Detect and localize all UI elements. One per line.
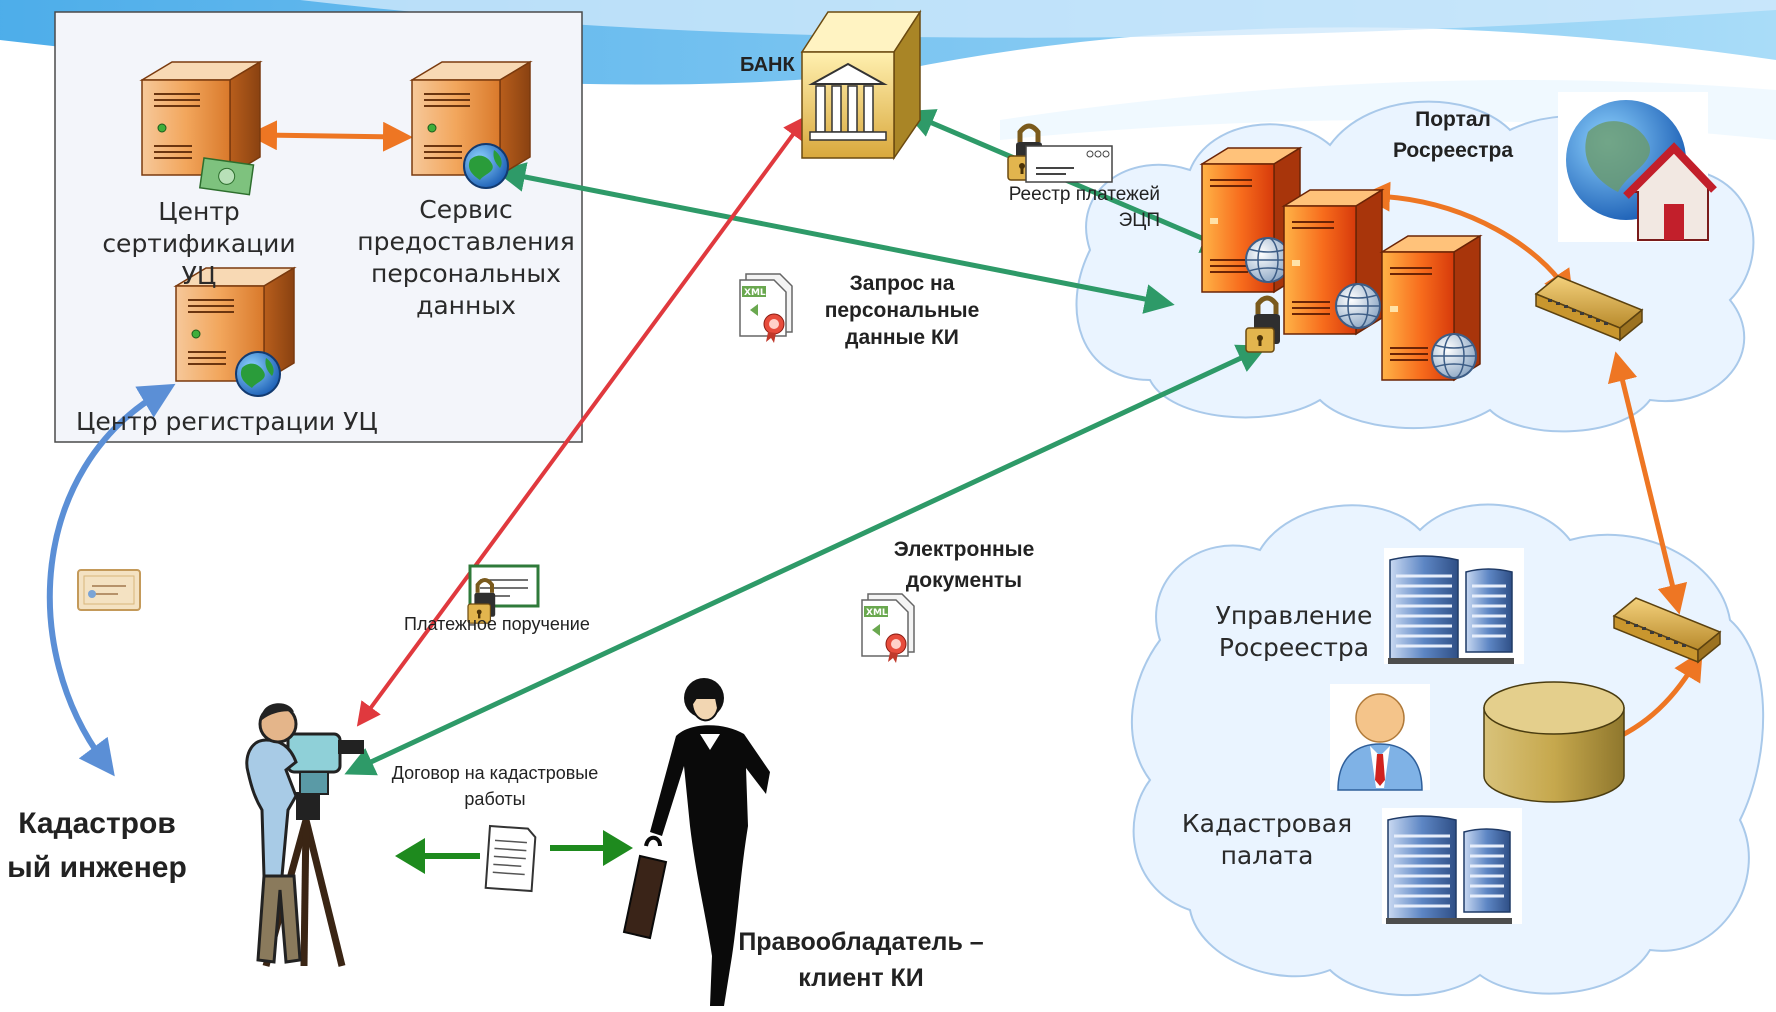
server-icon	[141, 61, 261, 176]
envelope-icon	[1025, 145, 1113, 183]
payment-registry-label: Реестр платежей ЭЦП	[1008, 184, 1160, 231]
owner-label: Правообладатель – клиент КИ	[738, 928, 984, 992]
certificate-icon	[77, 569, 141, 611]
surveyor-figure	[245, 703, 364, 967]
rosreestr-offices-cloud	[1130, 503, 1765, 997]
rosreestr-mgmt-label: Управление Росреестра	[1215, 601, 1373, 662]
database-icon	[1483, 681, 1625, 803]
engineer-label: Кадастровый инженер	[7, 807, 187, 884]
cert-center-label: Центр сертификации УЦ	[102, 197, 296, 290]
globe-icon	[1431, 333, 1477, 379]
link-engineer-to-registration	[46, 383, 176, 777]
link-engineer-to-portal	[344, 344, 1268, 776]
businesswoman-figure	[622, 678, 770, 1006]
reg-center-label: Центр регистрации УЦ	[76, 407, 378, 436]
document-icon	[484, 824, 537, 893]
user-avatar-icon	[1330, 684, 1430, 791]
office-building-icon	[1382, 546, 1526, 666]
cadastral-chamber-label: Кадастровая палата	[1181, 809, 1353, 870]
link-cert-to-pd-service	[247, 120, 413, 152]
bank-label: БАНК	[740, 54, 795, 76]
pd-service-label: Сервис предоставления персональных данны…	[357, 195, 575, 320]
money-icon	[198, 157, 255, 196]
xml-document-icon	[739, 273, 793, 344]
xml-document-icon	[861, 593, 915, 664]
office-building-icon	[1380, 806, 1524, 926]
bank-icon	[800, 9, 922, 161]
globe-icon	[235, 351, 281, 397]
e-docs-label: Электронные документы	[893, 538, 1035, 592]
connections	[46, 109, 1703, 874]
portal-label: Портал Росреестра	[1392, 108, 1514, 162]
payment-order-label: Платежное поручение	[404, 614, 590, 634]
pd-request-label: Запрос на персональные данные КИ	[824, 272, 980, 349]
globe-icon	[1335, 283, 1381, 329]
link-portal-server-to-switch	[1360, 181, 1574, 301]
portal-house-icon	[1558, 92, 1717, 242]
contract-label: Договор на кадастровые работы	[391, 763, 599, 809]
link-switch-to-switch	[1607, 351, 1688, 615]
globe-icon	[463, 143, 509, 189]
